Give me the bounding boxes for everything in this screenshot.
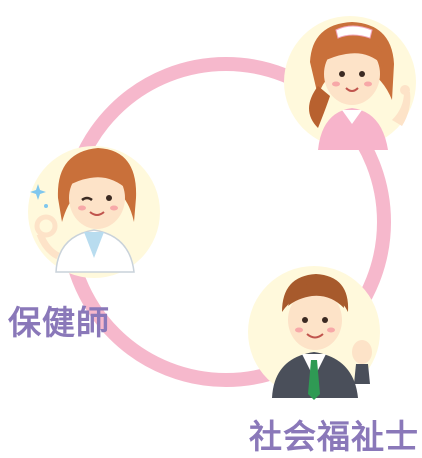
label-public-health-nurse: 保健師 <box>8 303 110 342</box>
diagram-canvas <box>28 16 416 400</box>
sparkle-icon <box>30 184 46 200</box>
doctor-wink-icon <box>28 146 160 278</box>
label-social-worker: 社会福祉士 <box>249 417 419 456</box>
businessman-icon <box>248 266 380 400</box>
care-team-diagram: 保健師 社会福祉士 <box>8 16 418 456</box>
nurse-ok-icon <box>284 16 416 150</box>
